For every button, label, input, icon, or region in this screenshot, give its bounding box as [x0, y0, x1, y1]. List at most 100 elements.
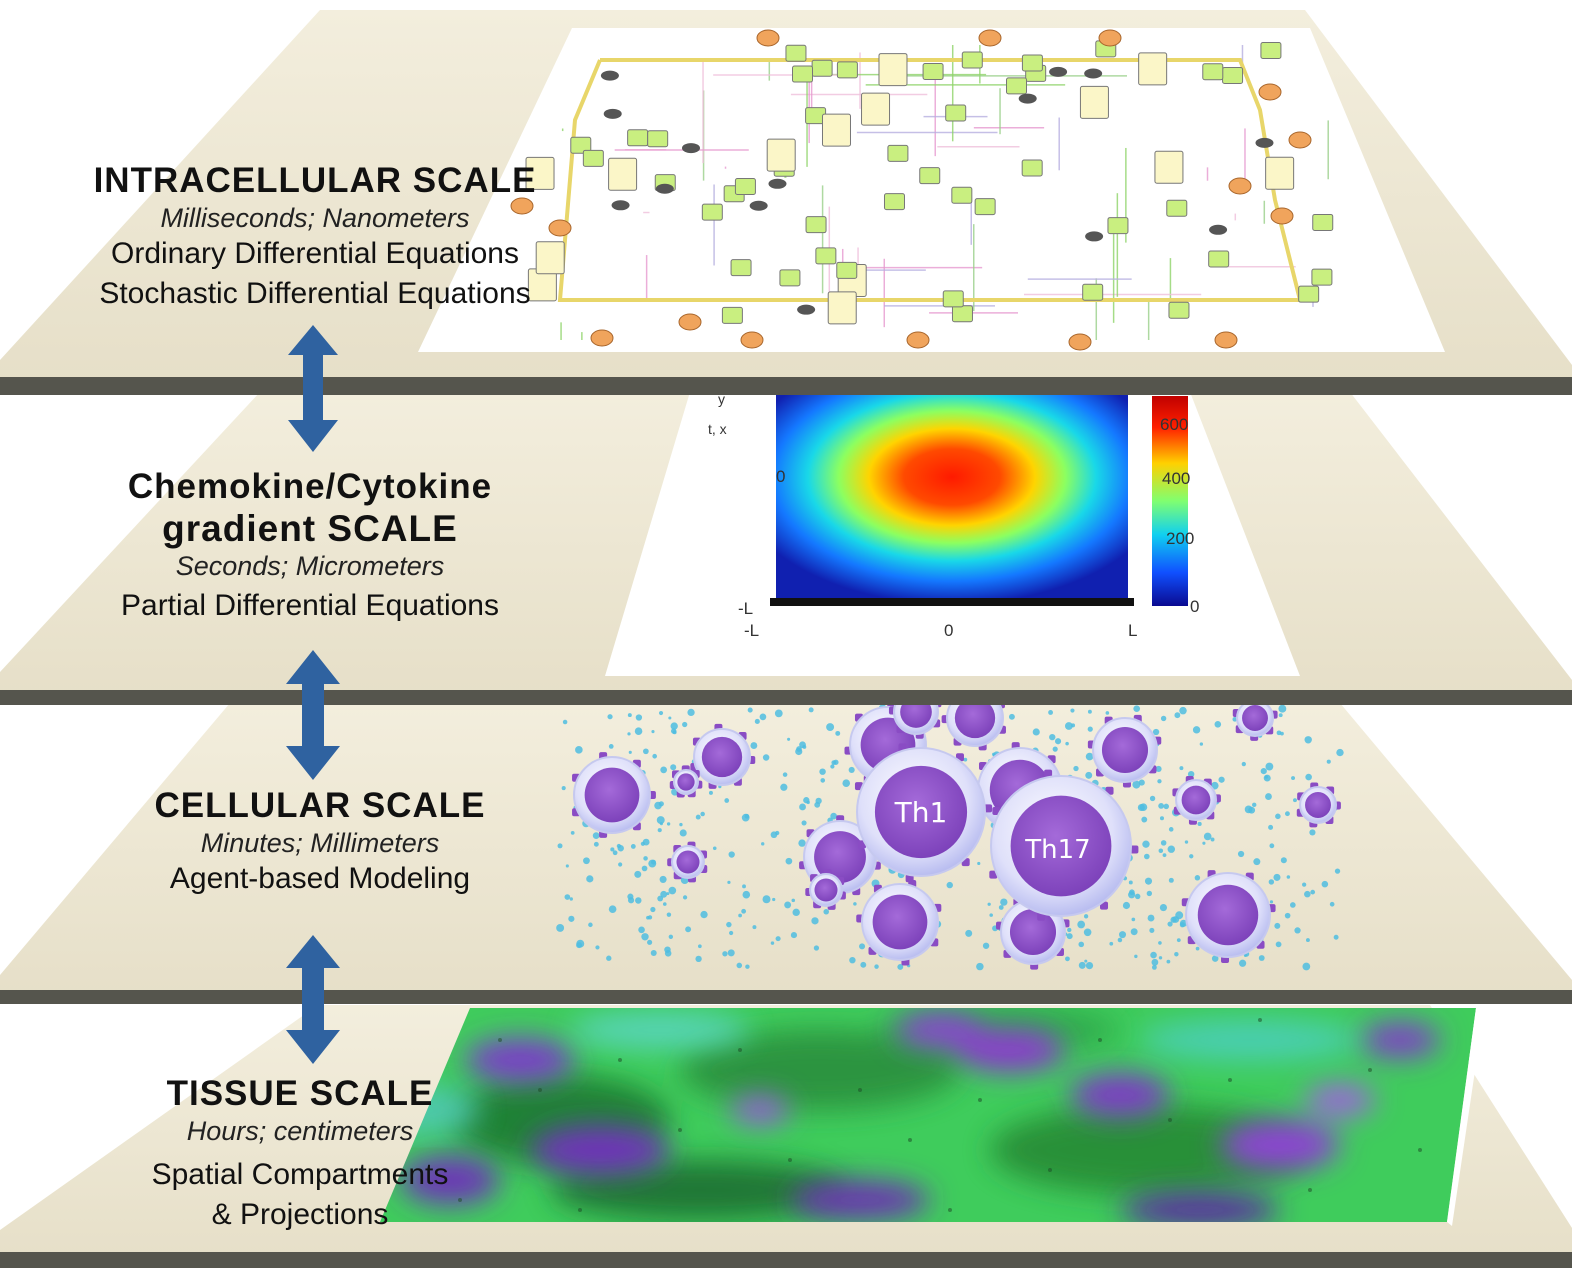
cytokine-dot — [1302, 882, 1307, 887]
cytokine-dot — [1263, 774, 1271, 782]
cell-nucleus — [954, 697, 996, 739]
cytokine-dot — [1210, 837, 1215, 842]
cytokine-dot — [1174, 712, 1181, 719]
cytokine-dot — [1304, 736, 1312, 744]
cell-nucleus — [701, 736, 743, 778]
cytokine-dot — [612, 850, 618, 856]
layer-method: Stochastic Differential Equations — [99, 277, 531, 310]
network-molecule — [1018, 93, 1037, 104]
cytokine-dot — [1336, 748, 1344, 757]
cytokine-dot — [1122, 901, 1131, 910]
cytokine-dot — [647, 915, 653, 920]
cytokine-dot — [635, 897, 642, 904]
double-arrow-icon — [286, 935, 340, 1064]
x-tick: 0 — [944, 621, 953, 640]
cytokine-dot — [799, 803, 806, 811]
cytokine-dot — [1073, 765, 1079, 772]
x-tick: L — [1128, 621, 1137, 640]
cytokine-dot — [638, 926, 645, 934]
network-node — [730, 259, 752, 277]
immune-cell — [805, 869, 846, 910]
cytokine-dot — [989, 913, 993, 917]
cytokine-dot — [1290, 902, 1296, 908]
cytokine-dot — [1144, 853, 1150, 860]
network-molecule — [797, 304, 816, 315]
cytokine-dot — [1146, 890, 1153, 897]
cell-nucleus — [677, 773, 695, 791]
cytokine-dot — [1305, 773, 1312, 781]
cytokine-dot — [742, 890, 751, 899]
cytokine-dot — [658, 801, 664, 807]
network-molecule — [600, 70, 619, 81]
cytokine-dot — [627, 713, 632, 718]
network-node — [1079, 85, 1109, 119]
cytokine-dot — [1284, 811, 1290, 817]
cell-nucleus — [874, 765, 968, 859]
cytokine-dot — [1310, 889, 1316, 895]
immune-cell — [1296, 782, 1341, 828]
network-node — [582, 149, 604, 167]
cytokine-dot — [1294, 927, 1301, 934]
cytokine-dot — [1083, 928, 1092, 937]
cell-receptor — [1130, 845, 1139, 854]
cytokine-dot — [842, 779, 851, 787]
cytokine-dot — [1168, 877, 1174, 883]
cytokine-dot — [1129, 889, 1135, 896]
cytokine-dot — [987, 902, 991, 906]
cytokine-dot — [1141, 816, 1148, 823]
network-molecule — [1068, 333, 1092, 351]
cytokine-dot — [741, 813, 750, 822]
cytokine-dot — [583, 857, 590, 865]
cell-label-th17: Th17 — [1024, 835, 1090, 865]
cytokine-dot — [660, 890, 668, 898]
network-node — [721, 306, 743, 324]
network-node — [535, 241, 565, 275]
network-node — [1168, 301, 1190, 319]
cytokine-dot — [775, 936, 781, 942]
immune-cell — [1172, 775, 1221, 825]
cytokine-dot — [784, 901, 792, 909]
cytokine-dot — [1334, 868, 1341, 874]
network-node — [647, 130, 669, 148]
cytokine-dot — [562, 719, 568, 725]
heatmap-panel: 600 400 200 0 -L 0 L 0 -L y t, x — [605, 391, 1300, 676]
cytokine-dot — [772, 897, 776, 902]
cytokine-dot — [642, 838, 650, 846]
cytokine-dot — [682, 895, 688, 900]
cytokine-dot — [627, 732, 631, 736]
network-molecule — [740, 331, 764, 349]
layer-title: CELLULAR SCALE — [154, 786, 486, 825]
cellular-plane — [0, 703, 1572, 1004]
cytokine-dot — [1269, 900, 1274, 904]
cytokine-dot — [668, 886, 677, 895]
cytokine-dot — [1105, 711, 1110, 715]
cytokine-dot — [722, 951, 728, 957]
cytokine-dot — [1179, 766, 1184, 771]
cytokine-dot — [1252, 802, 1257, 808]
network-node — [1312, 213, 1334, 231]
network-molecule — [1270, 207, 1294, 225]
cytokine-dot — [666, 822, 671, 826]
cytokine-dot — [695, 814, 701, 820]
network-node — [1021, 54, 1043, 72]
cytokine-dot — [774, 709, 783, 718]
cytokine-dot — [1087, 726, 1093, 732]
cytokine-dot — [976, 962, 984, 971]
cytokine-dot — [1293, 798, 1297, 803]
network-node — [1265, 156, 1295, 190]
cytokine-dot — [1083, 914, 1089, 919]
cytokine-dot — [729, 930, 734, 936]
heatmap-base — [770, 598, 1134, 606]
cytokine-dot — [575, 746, 583, 754]
cytokine-dot — [576, 942, 583, 949]
cytokine-dot — [1158, 848, 1164, 854]
network-node — [1166, 199, 1188, 217]
double-arrow-icon — [286, 650, 340, 780]
cytokine-dot — [736, 962, 743, 969]
cytokine-dot — [679, 822, 683, 827]
layer-subtitle: Milliseconds; Nanometers — [160, 203, 470, 233]
cytokine-dot — [1149, 927, 1155, 933]
network-molecule — [1255, 137, 1274, 148]
cytokine-dot — [698, 944, 702, 949]
